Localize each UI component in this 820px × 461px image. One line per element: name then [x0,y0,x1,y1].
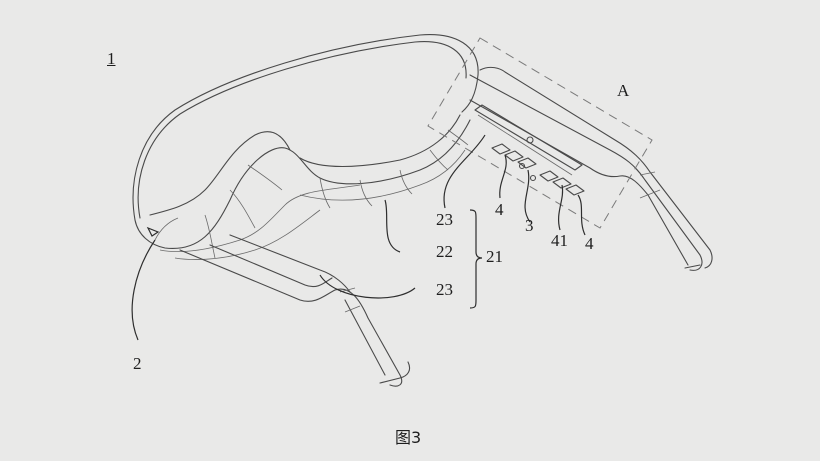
left-temple-arm [179,234,411,387]
label-strap-group: 21 [486,247,503,266]
label-strap-lower: 23 [436,280,453,299]
label-strap-upper: 23 [436,210,453,229]
figure-caption: 图3 [395,428,422,447]
label-connector-contact: 41 [551,231,568,250]
right-temple-arm [469,66,713,271]
leader-lines [131,134,586,341]
figure-number-label: 1 [107,49,116,68]
detail-box-a [427,37,653,229]
label-connector-center: 3 [525,216,534,235]
detail-view-label: A [617,81,630,100]
label-device: 2 [133,354,142,373]
label-strap-middle: 22 [436,242,453,261]
mask-body [132,34,479,260]
connector-assembly [474,104,585,196]
label-connector-right: 4 [585,234,594,253]
label-connector-left: 4 [495,200,504,219]
